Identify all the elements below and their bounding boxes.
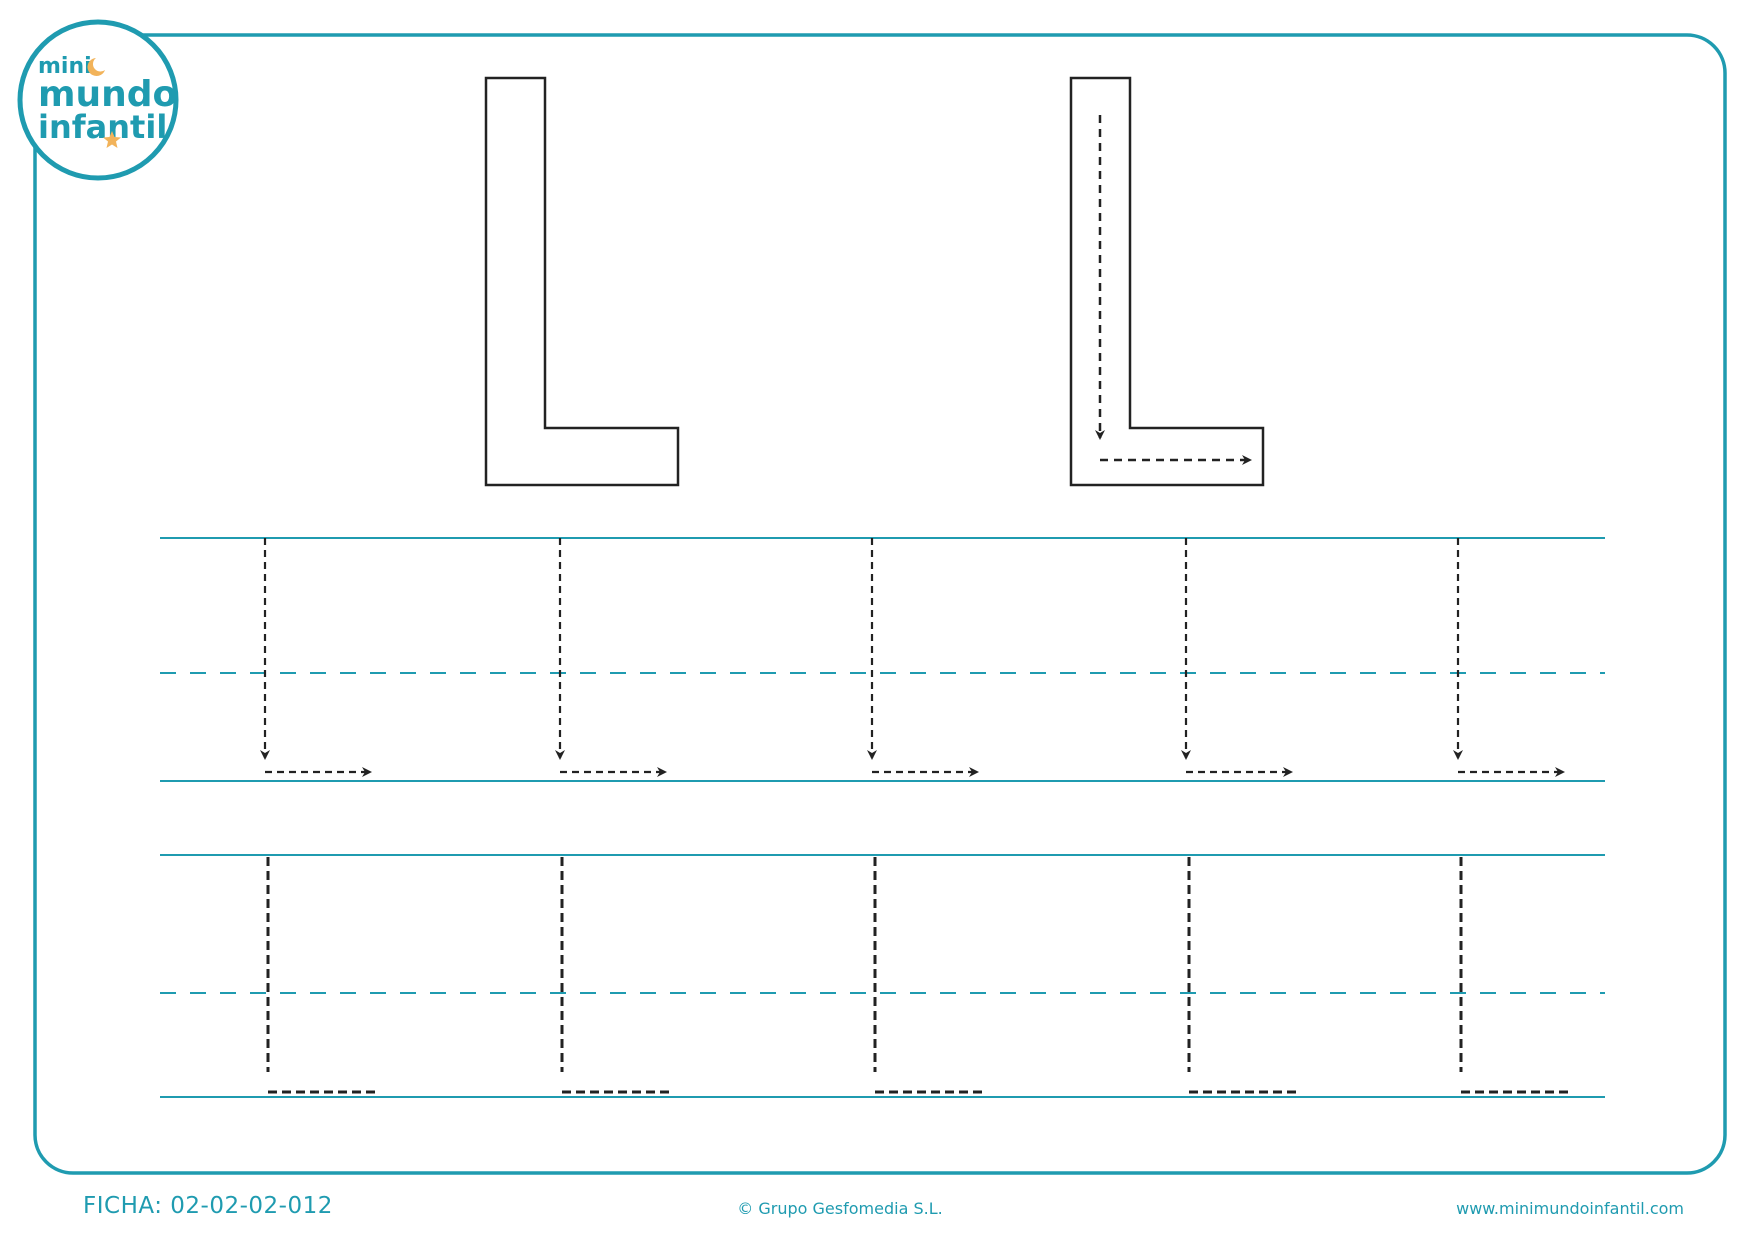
guided-letter	[1453, 538, 1565, 777]
guided-letter	[260, 538, 372, 777]
website-link[interactable]: www.minimundoinfantil.com	[1456, 1199, 1684, 1218]
guided-letter	[555, 538, 667, 777]
trace-letter	[1459, 857, 1571, 1094]
row1-guided-letters	[260, 538, 1565, 777]
worksheet-code: FICHA: 02-02-02-012	[83, 1193, 333, 1219]
logo-text-mundo: mundo	[38, 74, 177, 115]
trace-letter	[266, 857, 378, 1094]
trace-letter	[560, 857, 672, 1094]
logo-text-mini: mini	[38, 54, 92, 79]
trace-letter	[1187, 857, 1299, 1094]
star-icon	[103, 131, 121, 148]
logo-badge	[17, 19, 179, 181]
practice-row-1	[160, 537, 1605, 782]
copyright-notice: © Grupo Gesfomedia S.L.	[737, 1199, 943, 1218]
page-frame	[33, 33, 1727, 1175]
guided-letter-outline	[1069, 76, 1265, 487]
practice-row-2	[160, 854, 1605, 1098]
model-letter-outline	[484, 76, 680, 487]
logo-text-infantil: infantil	[38, 108, 167, 146]
moon-icon	[87, 58, 105, 76]
guided-letter	[1181, 538, 1293, 777]
model-letter-guided	[1069, 76, 1265, 487]
logo: mini mundo infantil	[17, 19, 179, 181]
row2-trace-letters	[266, 857, 1571, 1094]
guided-letter	[867, 538, 979, 777]
trace-letter	[873, 857, 985, 1094]
